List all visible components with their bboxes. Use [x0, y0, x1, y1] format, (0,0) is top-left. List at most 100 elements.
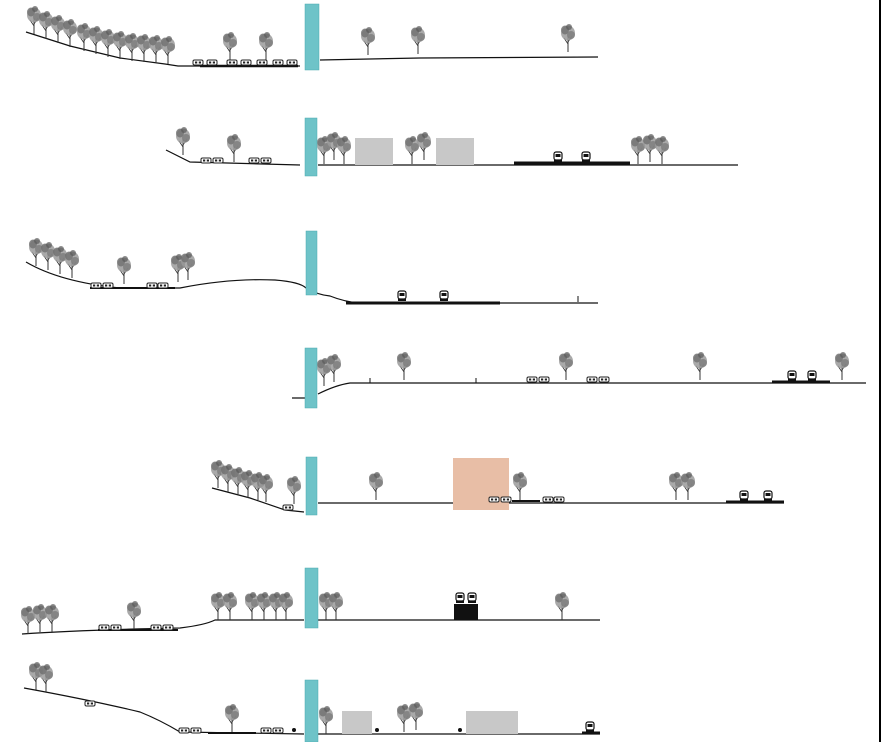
tree-icon [404, 135, 420, 165]
tree-row [316, 351, 850, 387]
section-5 [210, 456, 784, 516]
tree-icon [560, 23, 576, 53]
tree-icon [244, 591, 260, 621]
car-icon [150, 624, 162, 631]
tree-icon [834, 351, 850, 381]
car-icon [260, 157, 272, 164]
ground-line [211, 487, 305, 513]
pedestrian-icon [458, 728, 462, 732]
tree-icon [116, 255, 132, 285]
ground-line [25, 31, 300, 67]
tree-icon [112, 30, 128, 60]
tree-icon [40, 241, 56, 271]
car-icon [84, 700, 96, 707]
ground-line [165, 149, 301, 166]
tree-icon [512, 471, 528, 501]
tree-icon [64, 249, 80, 279]
cars [192, 59, 298, 66]
tree-icon [258, 31, 274, 61]
tree-icon [328, 591, 344, 621]
tree-icon [210, 591, 226, 621]
vertical-marker-icon [304, 3, 320, 71]
tree-icon [396, 703, 412, 733]
car-icon [98, 624, 110, 631]
car-icon [585, 721, 595, 733]
tree-icon [680, 471, 696, 501]
tree-icon [226, 133, 242, 163]
car-icon [110, 624, 122, 631]
car-icon [192, 59, 204, 66]
building [453, 458, 509, 510]
tree-icon [148, 34, 164, 64]
tree-icon [224, 703, 240, 733]
pedestrian-icon [292, 728, 296, 732]
pedestrian-icon [375, 728, 379, 732]
tree-icon [62, 18, 78, 48]
tree-icon [38, 10, 54, 40]
car-icon [146, 282, 158, 289]
tree-icon [558, 351, 574, 381]
car-icon [581, 151, 591, 163]
vertical-marker-icon [304, 347, 318, 409]
section-3 [25, 230, 598, 305]
car-icon [467, 592, 477, 604]
tree-icon [258, 473, 274, 503]
car-icon [272, 59, 284, 66]
tree-icon [692, 351, 708, 381]
car-icon [248, 157, 260, 164]
section-2 [165, 117, 738, 177]
cars [200, 151, 591, 164]
car-icon [272, 727, 284, 734]
car-icon [162, 624, 174, 631]
car-icon [178, 727, 190, 734]
section-1 [25, 3, 599, 71]
tree-icon [50, 14, 66, 44]
section-6 [20, 567, 600, 635]
building [454, 604, 478, 620]
tree-icon [318, 705, 334, 735]
car-icon [553, 496, 565, 503]
tree-icon [256, 591, 272, 621]
tree-icon [408, 701, 424, 731]
tree-icon [124, 32, 140, 62]
car-icon [157, 282, 169, 289]
vertical-marker-icon [304, 117, 318, 177]
building [342, 711, 372, 734]
car-icon [787, 370, 797, 382]
car-icon [256, 59, 268, 66]
car-icon [807, 370, 817, 382]
section-7 [23, 661, 600, 742]
car-icon [739, 490, 749, 502]
tree-icon [222, 591, 238, 621]
car-icon [260, 727, 272, 734]
tree-icon [642, 133, 658, 163]
car-icon [190, 727, 202, 734]
tree-icon [326, 353, 342, 383]
tree-icon [222, 31, 238, 61]
tree-icon [630, 135, 646, 165]
car-icon [598, 376, 610, 383]
tree-icon [396, 351, 412, 381]
tree-icon [88, 25, 104, 55]
ground-line [319, 56, 599, 61]
car-icon [542, 496, 554, 503]
tree-icon [410, 25, 426, 55]
tree-icon [20, 605, 36, 635]
car-icon [286, 59, 298, 66]
ground-line [292, 382, 866, 399]
car-icon [397, 290, 407, 302]
car-icon [439, 290, 449, 302]
section-4 [292, 347, 866, 409]
car-icon [538, 376, 550, 383]
tree-icon [44, 603, 60, 633]
vertical-marker-icon [304, 567, 319, 629]
car-icon [212, 157, 224, 164]
car-icon [455, 592, 465, 604]
tree-row [28, 237, 196, 285]
car-icon [553, 151, 563, 163]
tree-icon [654, 135, 670, 165]
tree-icon [336, 135, 352, 165]
tree-icon [26, 5, 42, 35]
cars [90, 282, 449, 302]
